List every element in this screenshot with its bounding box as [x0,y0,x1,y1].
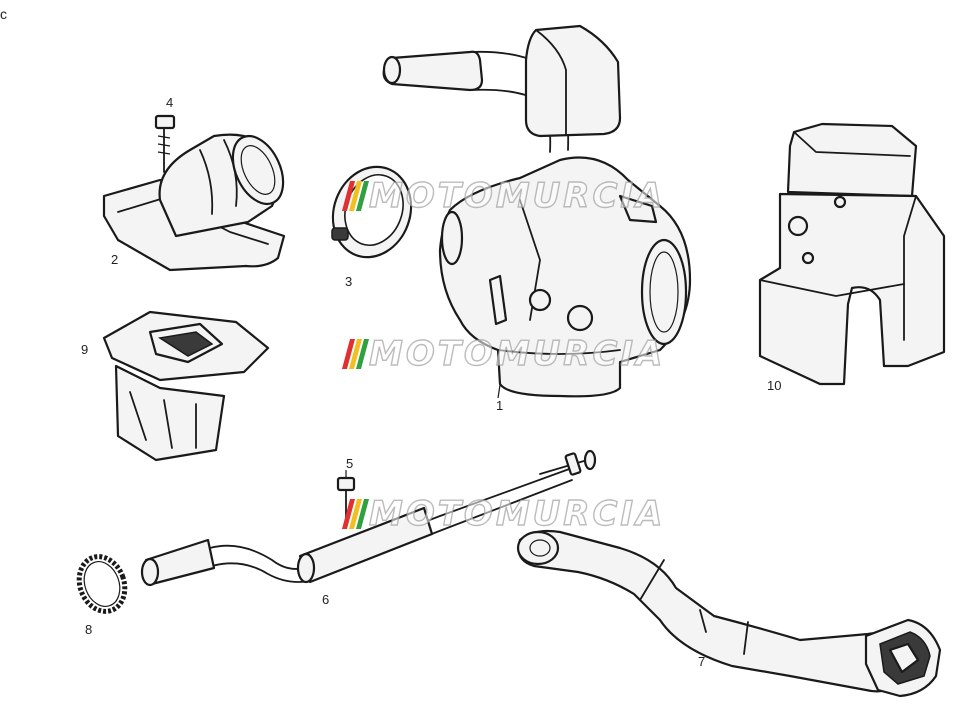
part-hose-7 [516,529,942,698]
watermark-text: MOTOMURCIA [368,333,666,374]
corner-mark: c [0,6,7,22]
watermark-logo: MOTOMURCIA [341,333,666,375]
watermark-stripes-icon [341,181,370,211]
part-reed-valve [102,310,270,462]
callout-9: 9 [81,342,89,357]
part-intake-manifold [102,133,286,272]
part-cover [758,122,946,386]
callout-2: 2 [111,252,119,267]
part-carburetor [382,24,692,398]
watermark-logo: MOTOMURCIA [341,175,666,217]
callout-10: 10 [767,378,782,393]
part-spring-clamp [76,554,128,614]
part-bolt-4 [154,114,176,173]
callout-8: 8 [85,622,93,637]
watermark-stripes-icon [341,339,370,369]
callout-4: 4 [166,95,174,110]
callout-1: 1 [496,398,504,413]
watermark-stripes-icon [341,499,370,529]
callout-6: 6 [322,592,330,607]
part-pipe-6 [140,449,597,587]
callout-3: 3 [345,274,353,289]
watermark-logo: MOTOMURCIA [341,493,666,535]
callout-7: 7 [698,654,706,669]
watermark-text: MOTOMURCIA [368,493,666,534]
callout-5: 5 [346,456,354,471]
leader-lines [345,384,501,478]
watermark-text: MOTOMURCIA [368,175,666,216]
